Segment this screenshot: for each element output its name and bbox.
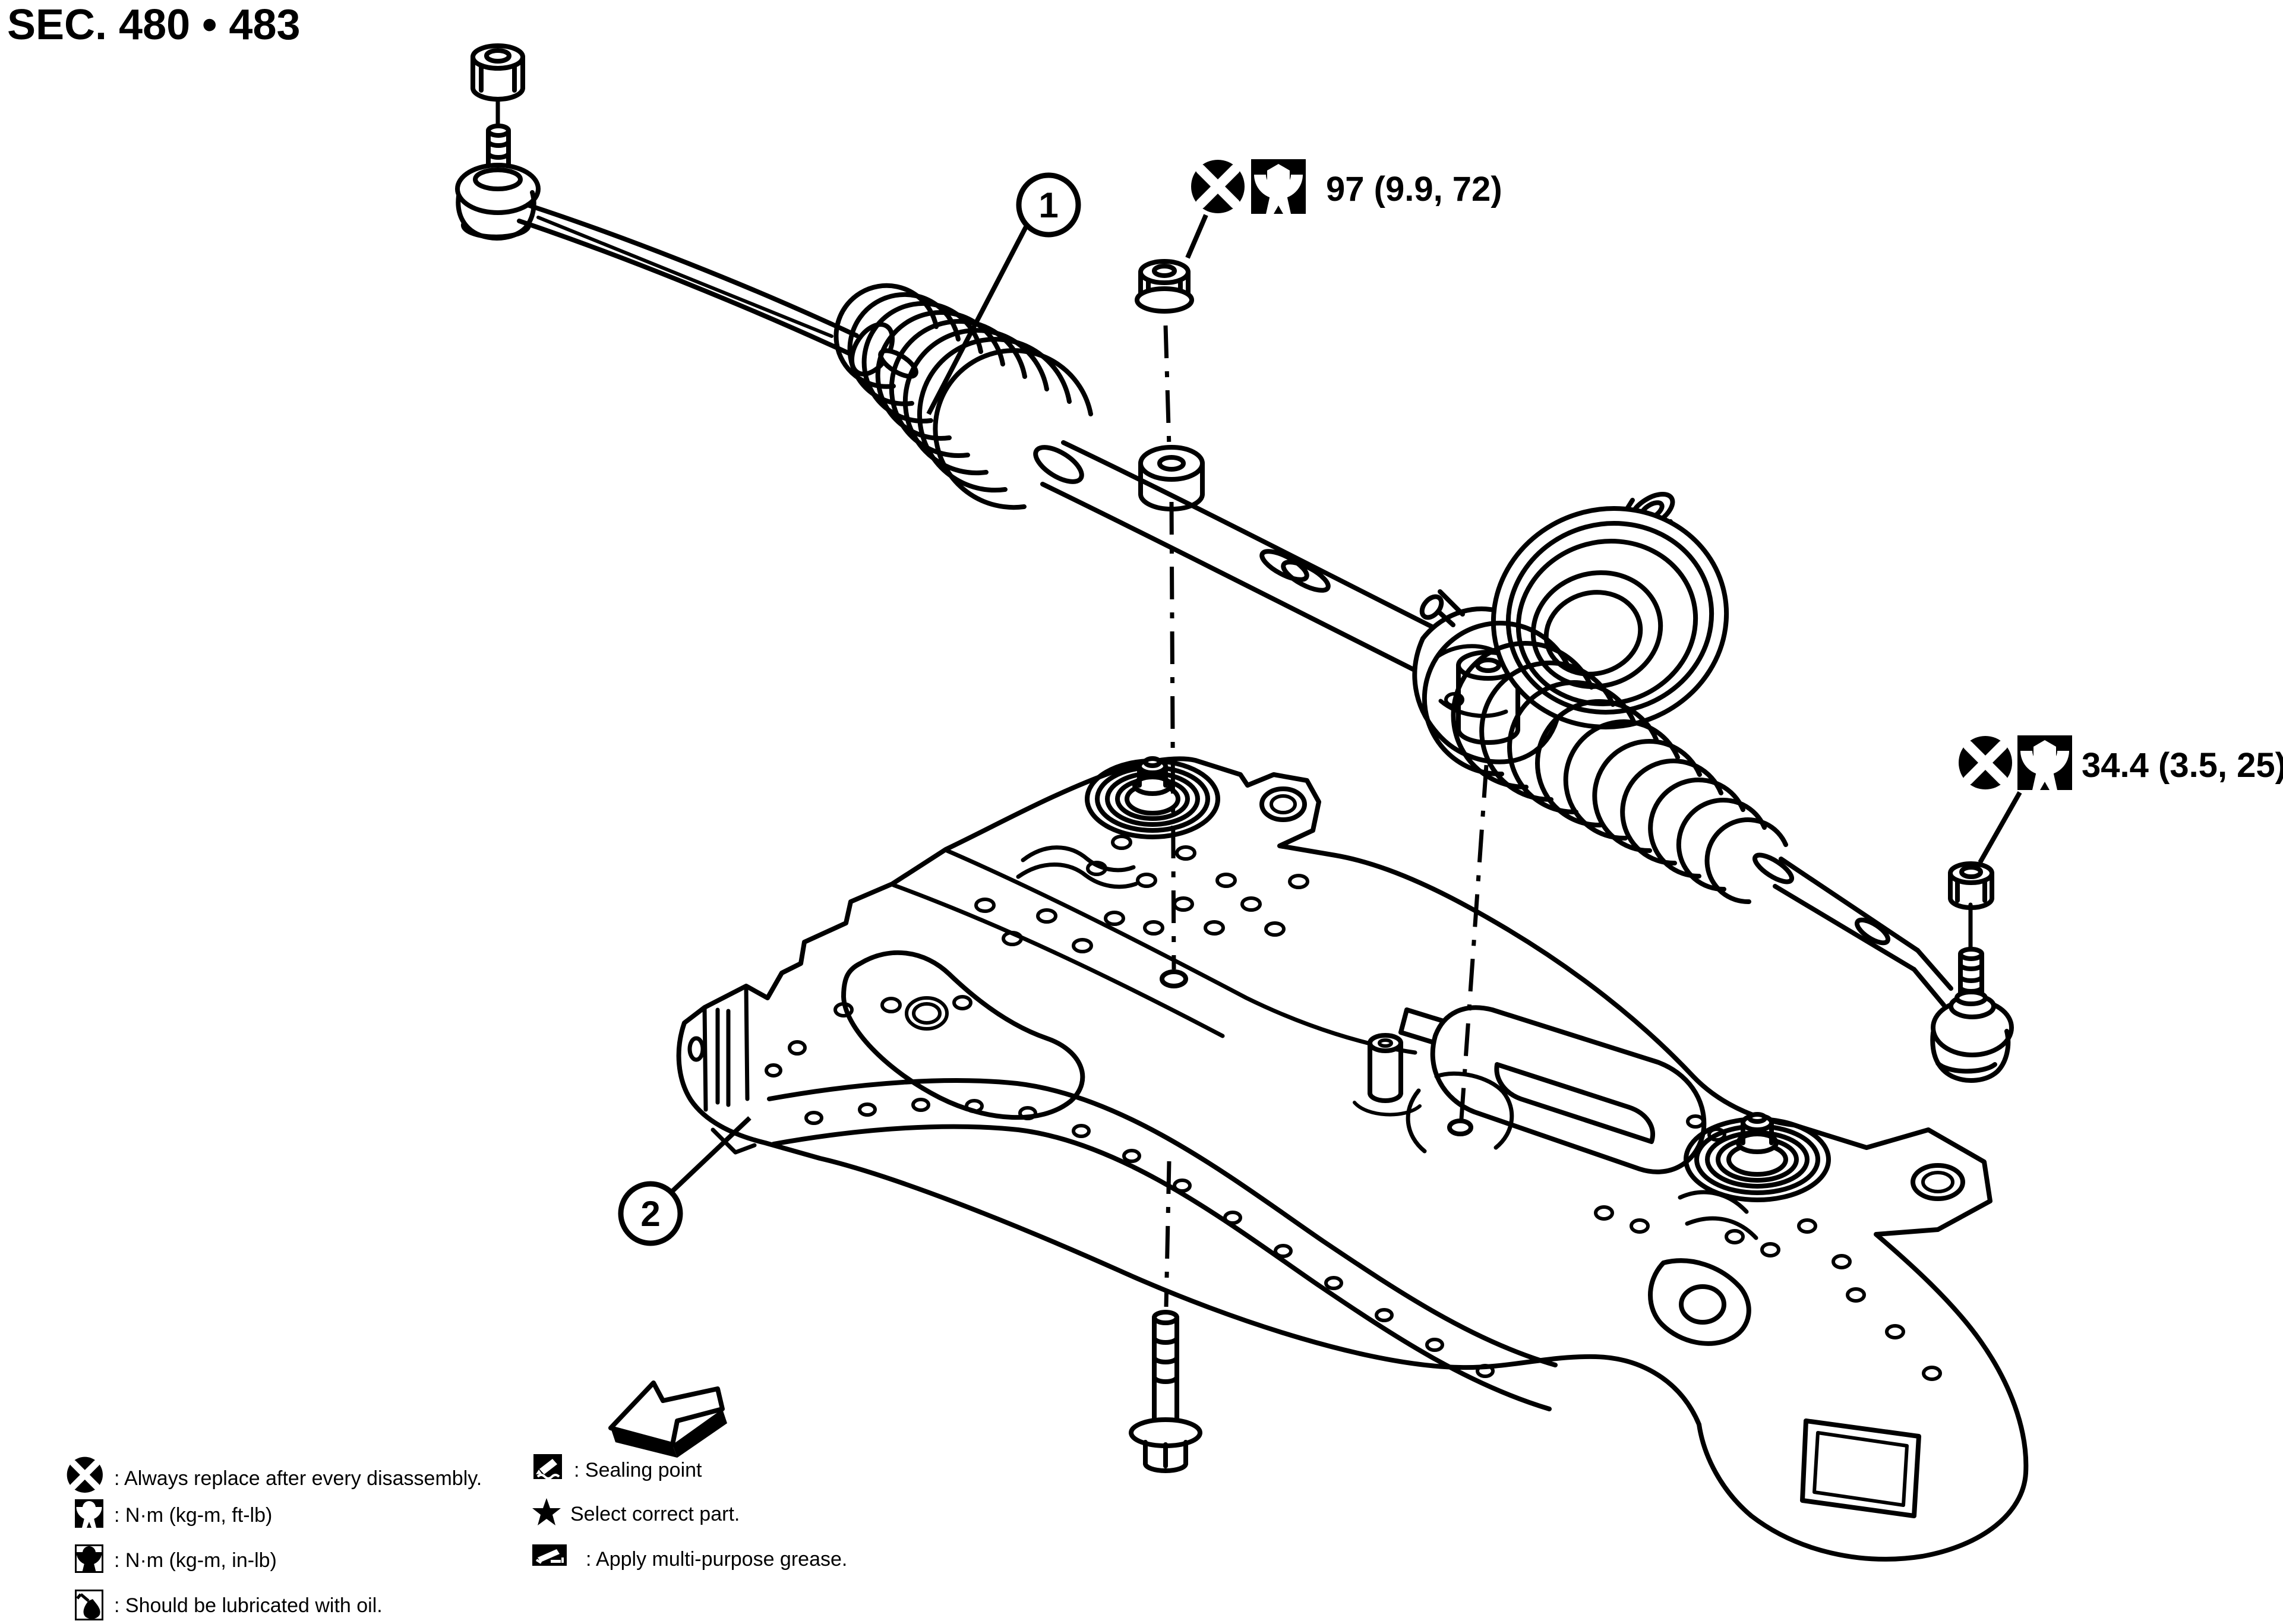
tie-rod-end-nut-left — [471, 43, 525, 102]
legend-label: : N·m (kg-m, ft-lb) — [114, 1504, 272, 1527]
tie-rod-end-nut-right — [1948, 861, 1994, 910]
inner-tie-rod-right — [1752, 852, 1920, 972]
flange-holes — [804, 1098, 1495, 1378]
suspension-member — [676, 756, 2029, 1562]
legend-item-grease: : Apply multi-purpose grease. — [531, 1543, 847, 1571]
always-replace-icon — [1959, 736, 2012, 789]
rack-housing-tube — [1033, 440, 1470, 688]
legend-label: : Sealing point — [574, 1459, 702, 1481]
torque-wrench-icon — [2017, 735, 2072, 790]
legend-label: : Apply multi-purpose grease. — [586, 1548, 847, 1571]
front-insulator-mount — [1085, 756, 1220, 839]
sealing-point-icon — [532, 1453, 563, 1480]
legend-item-sealing: : Sealing point — [532, 1453, 702, 1481]
torque-in-lb-icon — [76, 1546, 103, 1574]
torque-wrench-icon — [1251, 159, 1306, 214]
torque-value-right: 34.4 (3.5, 25) — [2082, 746, 2283, 785]
subframe-stud — [1353, 1033, 1422, 1117]
torque-spec-right: 34.4 (3.5, 25) — [1959, 735, 2283, 864]
legend-item-ft-lb: : N·m (kg-m, ft-lb) — [75, 1499, 272, 1528]
gear-mount-hole-right — [1160, 969, 1188, 988]
callout-2: 2 — [618, 1116, 751, 1246]
legend-label: : N·m (kg-m, in-lb) — [114, 1549, 277, 1572]
gear-mount-bolt — [1129, 1310, 1202, 1473]
front-direction-arrow-icon — [608, 1380, 727, 1458]
legend-item-select-part: Select correct part. — [532, 1498, 740, 1525]
always-replace-icon — [67, 1457, 103, 1493]
torque-value-upper: 97 (9.9, 72) — [1326, 170, 1502, 208]
torque-ft-lb-icon — [75, 1499, 103, 1528]
column-hole-cover-boot — [1491, 491, 1729, 729]
gear-mount-boss — [1138, 445, 1205, 511]
legend-label: : Should be lubricated with oil. — [114, 1594, 383, 1617]
always-replace-icon — [1191, 160, 1245, 213]
subframe-left-bracket — [687, 984, 757, 1155]
rear-insulator-mount — [1684, 1112, 1831, 1202]
select-part-star-icon — [532, 1498, 561, 1525]
steering-gear-assembly — [455, 43, 2014, 1083]
grease-icon — [531, 1543, 568, 1567]
legend-label: : Always replace after every disassembly… — [114, 1467, 482, 1490]
callout-2-number: 2 — [640, 1194, 660, 1234]
legend-item-in-lb: : N·m (kg-m, in-lb) — [76, 1546, 277, 1574]
steering-boot-right — [1422, 621, 1788, 905]
subframe-holes — [765, 835, 1942, 1381]
callout-1: 1 — [926, 172, 1081, 415]
gear-mount-nut — [1135, 259, 1194, 314]
legend-item-oil: : Should be lubricated with oil. — [76, 1591, 383, 1620]
assembly-centerlines — [1163, 325, 1489, 1307]
tie-rod-end-left — [455, 163, 541, 241]
callout-1-number: 1 — [1038, 185, 1058, 225]
page-title: SEC. 480 • 483 — [7, 1, 301, 49]
legend-item-replace: : Always replace after every disassembly… — [67, 1457, 482, 1493]
suspension-member-outline — [676, 756, 2029, 1562]
subframe-opening — [841, 950, 1085, 1120]
oil-lubricate-icon — [76, 1591, 103, 1620]
legend-label: Select correct part. — [570, 1503, 740, 1525]
steering-boot-left — [833, 283, 1093, 510]
legend: : Always replace after every disassembly… — [67, 1453, 847, 1620]
torque-spec-upper: 97 (9.9, 72) — [1185, 159, 1502, 259]
ball-stud-right — [1954, 947, 1988, 1006]
outer-tie-rod-left — [517, 203, 859, 358]
gear-mount-hole-pinion — [1447, 1119, 1473, 1136]
